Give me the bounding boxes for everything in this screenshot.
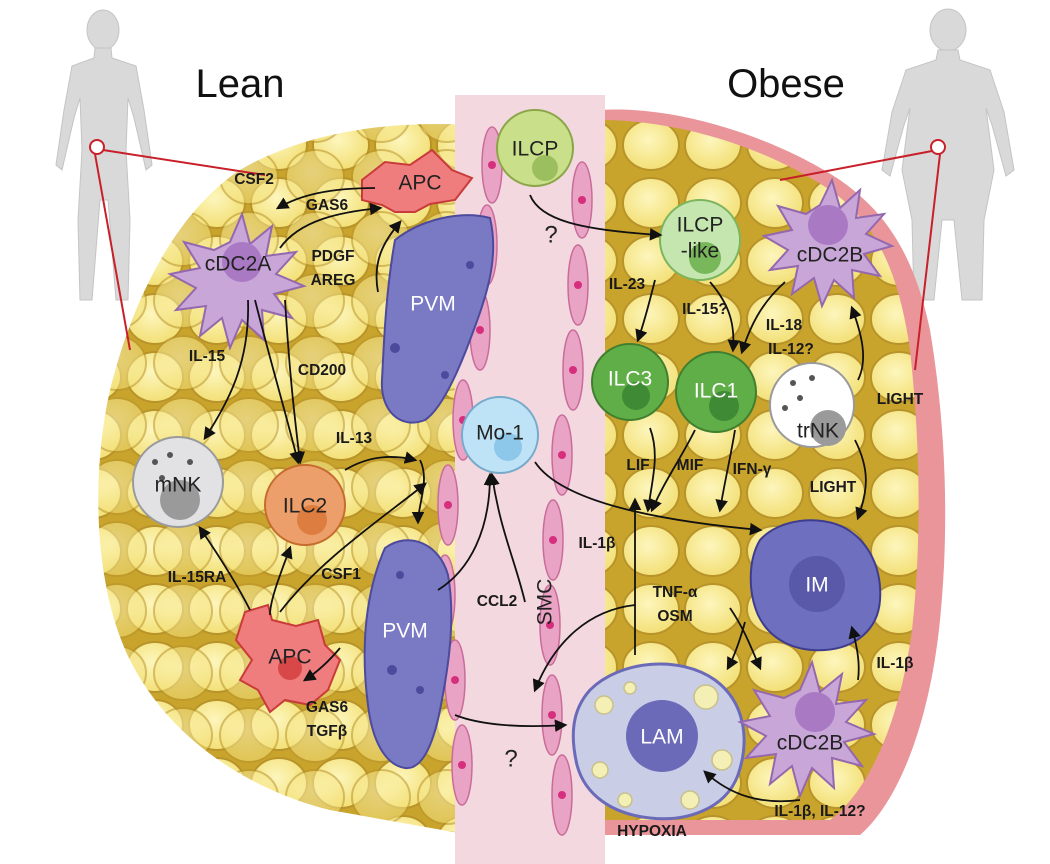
lean-human-figure <box>55 9 153 301</box>
gas6-top-label: GAS6 <box>306 197 349 214</box>
ilcp-label: ILCP <box>512 138 559 161</box>
apc-top-label: APC <box>398 172 441 195</box>
obese-human-figure <box>881 8 1015 301</box>
signal-arrows <box>198 187 868 803</box>
ilcp-cell: ILCP <box>496 109 574 187</box>
cdc2a-label: cDC2A <box>205 253 272 276</box>
tgfb-label: TGFβ <box>307 723 347 740</box>
il15ra-label: IL-15RA <box>168 569 227 586</box>
light-mid-label: LIGHT <box>810 479 857 496</box>
il12q-label: IL-12? <box>768 341 814 358</box>
lam-cell: LAM <box>571 662 746 821</box>
ilc1-cell: ILC1 <box>675 351 757 433</box>
mnk-cell: mNK <box>132 436 224 528</box>
cdc2b-bottom-cell: cDC2B <box>737 658 878 800</box>
obese-title: Obese <box>727 62 845 106</box>
mo1-label: Mo-1 <box>476 422 524 445</box>
im-cell: IM <box>749 519 882 652</box>
csf1-label: CSF1 <box>321 566 361 583</box>
callout-lines <box>89 139 946 371</box>
mo1-cell: Mo-1 <box>461 396 539 474</box>
mediator-labels: CSF2 GAS6 PDGF AREG IL-15 CD200 IL-13 IL… <box>168 171 924 840</box>
cdc2a-cell: cDC2A <box>167 210 308 352</box>
apc-bottom-cell: APC <box>234 603 342 714</box>
cdc2b-bottom-label: cDC2B <box>777 732 844 755</box>
cdc2b-top-label: cDC2B <box>797 244 864 267</box>
pvm-bottom-label: PVM <box>382 620 428 643</box>
ifng-label: IFN-γ <box>733 461 772 478</box>
light-top-label: LIGHT <box>877 391 924 408</box>
pdgf-label: PDGF <box>311 248 354 265</box>
gas6-bottom-label: GAS6 <box>306 699 349 716</box>
il23-label: IL-23 <box>609 276 646 293</box>
pvm-top-cell: PVM <box>380 214 495 424</box>
cd200-label: CD200 <box>298 362 346 379</box>
mnk-label: mNK <box>155 474 202 497</box>
areg-label: AREG <box>311 272 356 289</box>
trnk-cell: trNK <box>769 362 855 448</box>
ilc3-cell: ILC3 <box>591 343 669 421</box>
apc-bottom-label: APC <box>268 646 311 669</box>
ilcp-like-label-1: ILCP <box>677 214 724 237</box>
ilc2-cell: ILC2 <box>264 464 346 546</box>
mif-label: MIF <box>677 457 704 474</box>
im-label: IM <box>805 574 828 597</box>
il15q-label: IL-15? <box>682 301 728 318</box>
lean-title: Lean <box>196 62 285 106</box>
il1b-il12-label: IL-1β, IL-12? <box>774 803 865 820</box>
ilc3-label: ILC3 <box>608 368 652 391</box>
ilcp-like-label-2: -like <box>681 240 720 263</box>
lam-label: LAM <box>640 726 683 749</box>
pvm-top-label: PVM <box>410 293 456 316</box>
il15-label: IL-15 <box>189 348 226 365</box>
hypoxia-label: HYPOXIA <box>617 823 687 840</box>
question-bottom-label: ? <box>504 745 517 772</box>
ccl2-label: CCL2 <box>477 593 517 610</box>
smc-label: SMC <box>534 579 557 626</box>
ilcp-like-cell: ILCP -like <box>659 199 741 281</box>
pvm-bottom-cell: PVM <box>363 539 453 770</box>
il1b-right-label: IL-1β <box>876 655 913 672</box>
ilc2-label: ILC2 <box>283 495 327 518</box>
cdc2b-top-cell: cDC2B <box>761 177 895 309</box>
apc-top-cell: APC <box>361 148 474 213</box>
trnk-label: trNK <box>797 420 839 443</box>
question-top-label: ? <box>544 221 557 248</box>
csf2-label: CSF2 <box>234 171 274 188</box>
il18-label: IL-18 <box>766 317 803 334</box>
il13-label: IL-13 <box>336 430 373 447</box>
tnfa-label: TNF-α <box>653 584 698 601</box>
lif-label: LIF <box>626 457 649 474</box>
osm-label: OSM <box>657 608 692 625</box>
il1b-left-label: IL-1β <box>578 535 615 552</box>
ilc1-label: ILC1 <box>694 380 738 403</box>
